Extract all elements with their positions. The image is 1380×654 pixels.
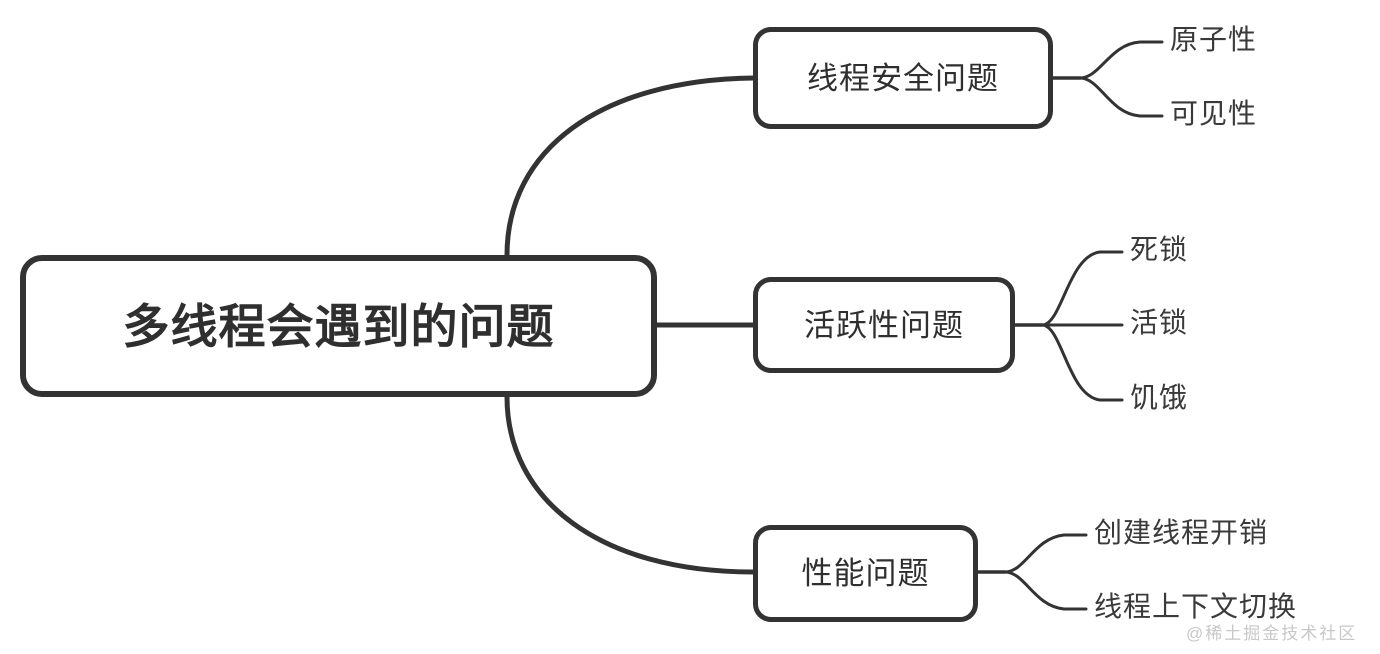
- branch-node-performance[interactable]: 性能问题: [753, 525, 978, 622]
- watermark-text: @稀土掘金技术社区: [1186, 624, 1358, 643]
- branch-node-performance-label: 性能问题: [801, 556, 930, 591]
- leaf-visibility[interactable]: 可见性: [1170, 100, 1257, 128]
- link-root-to-performance: [504, 394, 756, 575]
- branch-node-liveness-label: 活跃性问题: [804, 307, 964, 343]
- leaf-thread-creation-cost[interactable]: 创建线程开销: [1094, 519, 1268, 547]
- link-thread-safety-to-atomicity: [1078, 40, 1164, 80]
- leaf-deadlock[interactable]: 死锁: [1130, 236, 1188, 264]
- root-node-label: 多线程会遇到的问题: [122, 299, 555, 353]
- link-liveness-to-deadlock: [1040, 250, 1124, 327]
- leaf-atomicity[interactable]: 原子性: [1170, 26, 1257, 54]
- link-thread-safety-to-visibility: [1078, 76, 1164, 118]
- link-performance-to-thread-creation-cost: [1003, 533, 1088, 574]
- branch-node-thread-safety-label: 线程安全问题: [807, 60, 999, 96]
- leaf-livelock-label: 活锁: [1130, 307, 1189, 338]
- leaf-starvation[interactable]: 饥饿: [1130, 384, 1188, 412]
- root-node[interactable]: 多线程会遇到的问题: [20, 255, 657, 397]
- watermark: @稀土掘金技术社区: [1186, 619, 1357, 644]
- branch-node-liveness[interactable]: 活跃性问题: [753, 277, 1015, 373]
- branch-node-thread-safety[interactable]: 线程安全问题: [753, 27, 1053, 129]
- leaf-context-switch[interactable]: 线程上下文切换: [1094, 593, 1297, 621]
- link-performance-to-context-switch: [1003, 570, 1088, 611]
- leaf-visibility-label: 可见性: [1170, 98, 1258, 129]
- leaf-context-switch-label: 线程上下文切换: [1094, 591, 1298, 622]
- leaf-thread-creation-cost-label: 创建线程开销: [1094, 517, 1269, 548]
- leaf-starvation-label: 饥饿: [1130, 382, 1189, 413]
- leaf-livelock[interactable]: 活锁: [1130, 309, 1188, 337]
- link-root-to-thread-safety: [504, 75, 756, 258]
- leaf-atomicity-label: 原子性: [1170, 24, 1258, 55]
- link-liveness-to-starvation: [1040, 323, 1124, 402]
- leaf-deadlock-label: 死锁: [1130, 234, 1189, 265]
